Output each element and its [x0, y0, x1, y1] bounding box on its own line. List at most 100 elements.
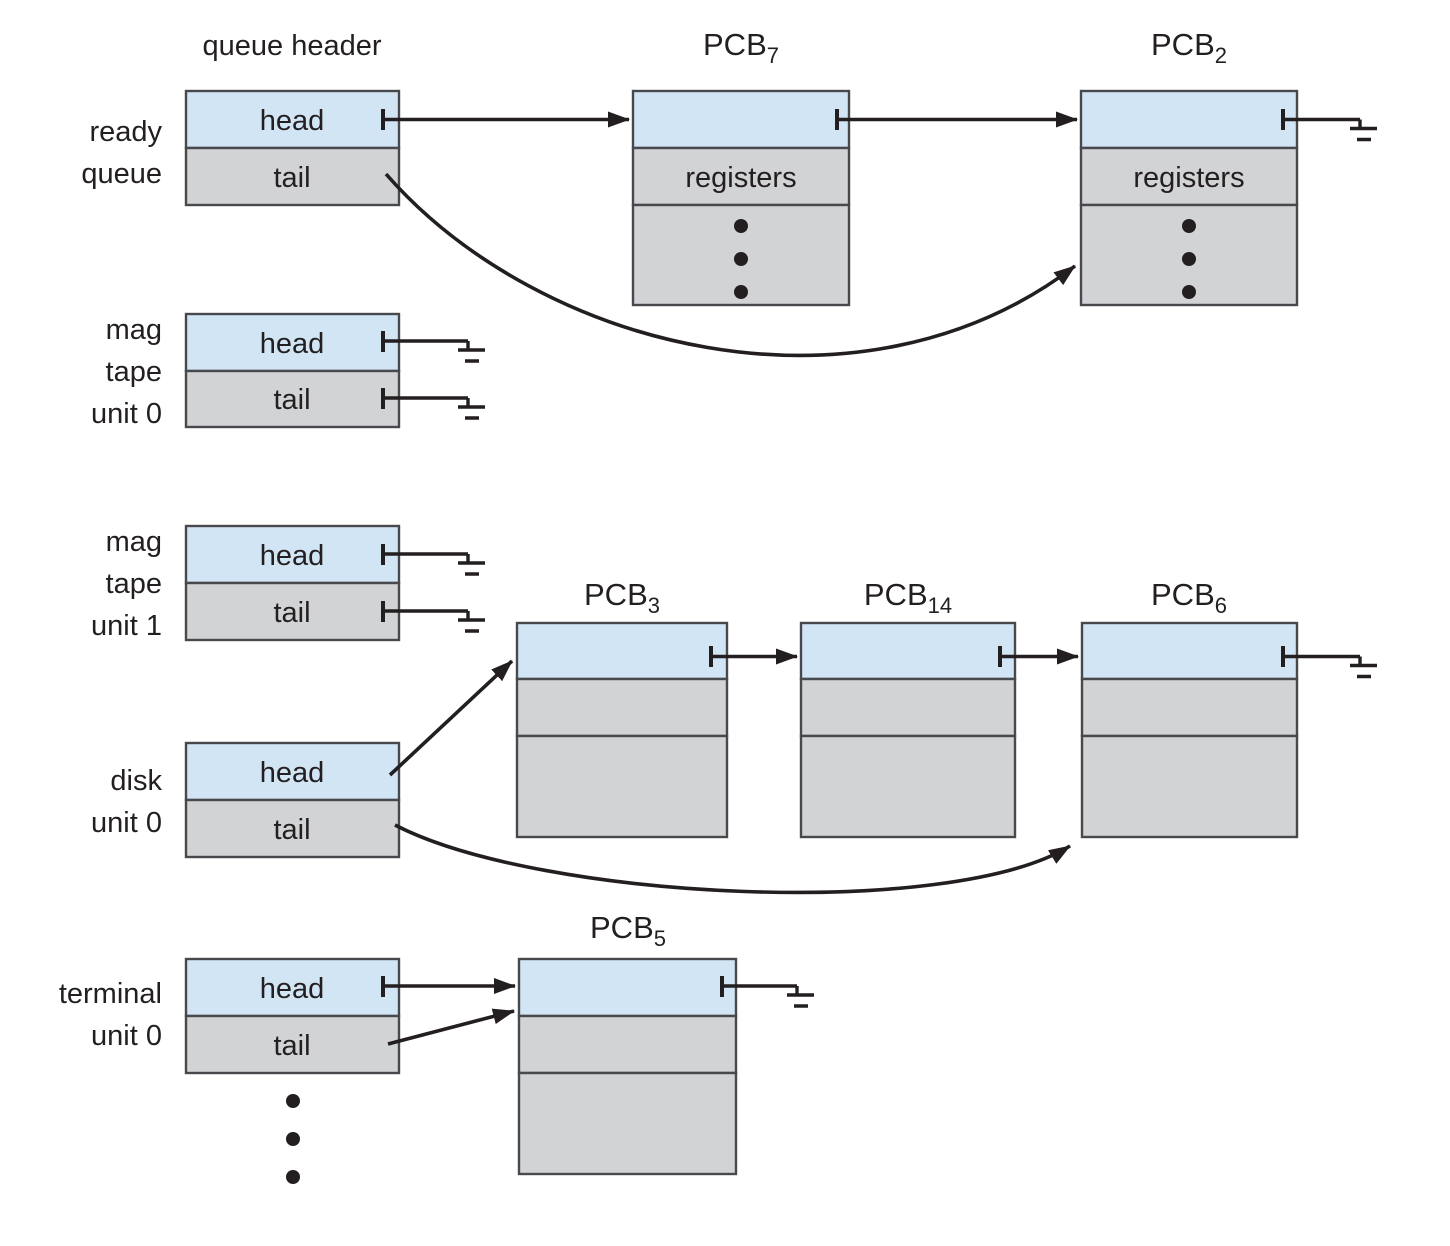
terminal-unit-0-name: terminal unit 0	[59, 978, 162, 1052]
pcb7-registers-cell	[631, 146, 851, 207]
arrow-disk-head-to-pcb3	[388, 659, 514, 777]
ready-queue-tail-cell	[184, 146, 401, 207]
queue-name-line: unit 0	[91, 807, 162, 839]
ready-queue-header-box: head tail	[184, 89, 401, 207]
ground-icon	[458, 554, 485, 576]
ground-icon	[458, 398, 485, 420]
pcb6-block	[1080, 621, 1299, 839]
disk-0-tail-cell	[184, 798, 401, 859]
pcb6-title: PCB6	[1151, 577, 1227, 618]
queue-name-line: mag	[106, 314, 162, 346]
tail-cell-label: tail	[273, 384, 310, 416]
head-cell-label: head	[260, 973, 325, 1005]
queue-name-line: queue	[81, 158, 162, 190]
tail-cell-label: tail	[273, 597, 310, 629]
ground-icon	[1350, 119, 1377, 142]
head-cell-label: head	[260, 757, 325, 789]
pcb2-link-cell	[1079, 89, 1299, 150]
pcb6-body-cell	[1080, 734, 1299, 839]
head-cell-label: head	[260, 105, 325, 137]
ellipsis-dot	[1182, 285, 1196, 299]
ellipsis-dot	[1182, 252, 1196, 266]
pcb3-registers-cell	[515, 677, 729, 738]
pcb2-title-base: PCB	[1151, 27, 1215, 62]
pcb5-title: PCB5	[590, 910, 666, 951]
queue-name-line: tape	[106, 568, 162, 600]
queue-header-title: queue header	[203, 30, 382, 62]
queue-name-line: unit 0	[91, 1020, 162, 1052]
pcb14-block	[799, 621, 1017, 839]
queue-name-line: disk	[110, 765, 162, 797]
queue-name-line: unit 0	[91, 398, 162, 430]
pcb14-title-base: PCB	[864, 577, 928, 612]
ready-queue-name: ready queue	[81, 116, 162, 190]
queue-name-line: terminal	[59, 978, 162, 1010]
queue-name-line: tape	[106, 356, 162, 388]
ground-icon	[1350, 656, 1377, 679]
pcb14-title-sub: 14	[928, 593, 952, 618]
tail-cell-label: tail	[273, 1030, 310, 1062]
pcb5-title-base: PCB	[590, 910, 654, 945]
arrow-disk-tail-to-pcb6	[394, 823, 1071, 895]
ellipsis-dot	[1182, 219, 1196, 233]
arrow-ready-tail-to-pcb2	[384, 172, 1077, 358]
head-cell-label: head	[260, 328, 325, 360]
queue-name-line: mag	[106, 526, 162, 558]
ellipsis-dot	[286, 1094, 300, 1108]
ellipsis-dot	[734, 219, 748, 233]
pcb7-block: registers	[631, 89, 851, 307]
registers-label: registers	[685, 162, 796, 194]
head-cell-label: head	[260, 540, 325, 572]
ground-icon	[787, 986, 814, 1008]
pcb2-title: PCB2	[1151, 27, 1227, 68]
pcb3-title-sub: 3	[648, 593, 660, 618]
ellipsis-dot	[734, 252, 748, 266]
pcb2-block: registers	[1079, 89, 1299, 307]
more-queues-ellipsis	[286, 1094, 300, 1184]
pcb14-title: PCB14	[864, 577, 952, 618]
pcb5-link-cell	[517, 957, 738, 1018]
ellipsis-dot	[286, 1132, 300, 1146]
pcb7-title: PCB7	[703, 27, 779, 68]
pcb3-title: PCB3	[584, 577, 660, 618]
pcb6-title-sub: 6	[1215, 593, 1227, 618]
terminal-0-tail-cell	[184, 1014, 401, 1075]
ellipsis-dot	[734, 285, 748, 299]
pcb3-title-base: PCB	[584, 577, 648, 612]
pcb3-body-cell	[515, 734, 729, 839]
tail-cell-label: tail	[273, 814, 310, 846]
mag-tape-unit-1-header-box: head tail	[184, 524, 401, 642]
pcb5-title-sub: 5	[654, 926, 666, 951]
registers-label: registers	[1133, 162, 1244, 194]
terminal-unit-0-header-box: head tail	[184, 957, 401, 1075]
pcb14-link-cell	[799, 621, 1017, 681]
pcb3-link-cell	[515, 621, 729, 681]
pcb3-block	[515, 621, 729, 839]
pcb14-registers-cell	[799, 677, 1017, 738]
mag-tape-unit-0-name: mag tape unit 0	[91, 314, 162, 430]
mag-tape-unit-1-name: mag tape unit 1	[91, 526, 162, 642]
arrow-terminal-tail-to-pcb5	[387, 1008, 515, 1046]
pcb5-block	[517, 957, 738, 1176]
pcb7-link-cell	[631, 89, 851, 150]
pcb6-link-cell	[1080, 621, 1299, 681]
pcb7-title-base: PCB	[703, 27, 767, 62]
pcb6-title-base: PCB	[1151, 577, 1215, 612]
queue-name-line: unit 1	[91, 610, 162, 642]
disk-unit-0-header-box: head tail	[184, 741, 401, 859]
pcb5-body-cell	[517, 1071, 738, 1176]
ready-queue-head-cell	[184, 89, 401, 150]
pcb2-title-sub: 2	[1215, 43, 1227, 68]
mag-tape-1-tail-cell	[184, 581, 401, 642]
pcb5-registers-cell	[517, 1014, 738, 1075]
pcb7-title-sub: 7	[767, 43, 779, 68]
ground-icon	[458, 341, 485, 363]
pcb14-body-cell	[799, 734, 1017, 839]
ellipsis-dot	[286, 1170, 300, 1184]
pcb6-registers-cell	[1080, 677, 1299, 738]
queue-name-line: ready	[89, 116, 162, 148]
disk-unit-0-name: disk unit 0	[91, 765, 162, 839]
tail-cell-label: tail	[273, 162, 310, 194]
